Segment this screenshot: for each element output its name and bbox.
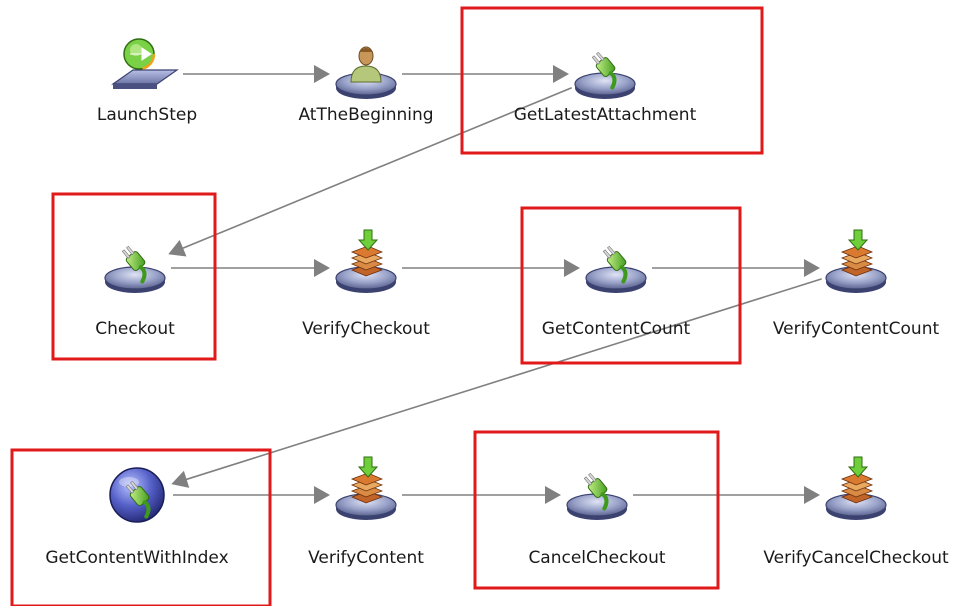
user-step-icon (335, 46, 397, 99)
connector-arrow (633, 486, 820, 504)
connector-arrow (402, 65, 569, 83)
node-cancel[interactable]: CancelCheckout (528, 471, 666, 568)
node-label: Checkout (95, 319, 175, 339)
launch-step-icon (111, 37, 179, 89)
node-label: VerifyCheckout (302, 319, 430, 339)
node-label: CancelCheckout (528, 548, 665, 568)
node-begin[interactable]: AtTheBeginning (298, 46, 434, 125)
connector-arrow (183, 65, 330, 83)
node-label: GetLatestAttachment (514, 105, 697, 125)
node-getlatest[interactable]: GetLatestAttachment (514, 50, 697, 125)
node-label: GetContentWithIndex (45, 548, 228, 568)
connector-arrow (402, 486, 561, 504)
connector-arrow (173, 486, 330, 504)
connector-arrow (652, 259, 820, 277)
verify-step-icon (825, 456, 887, 520)
node-verifycount[interactable]: VerifyContentCount (773, 229, 940, 339)
highlight-box-checkout (51, 192, 217, 361)
plug-step-selected-icon (109, 467, 165, 523)
plug-step-icon (574, 51, 636, 99)
node-verifycontent[interactable]: VerifyContent (308, 456, 424, 568)
verify-step-icon (335, 456, 397, 520)
node-getcount[interactable]: GetContentCount (542, 244, 691, 339)
connector-arrow (168, 86, 573, 257)
node-launch[interactable]: LaunchStep (97, 37, 197, 125)
node-verifycheckout[interactable]: VerifyCheckout (302, 229, 430, 339)
node-verifycancel[interactable]: VerifyCancelCheckout (763, 456, 949, 568)
node-label: GetContentCount (542, 319, 691, 339)
node-label: VerifyCancelCheckout (763, 548, 949, 568)
highlight-box-getcount (520, 206, 742, 365)
plug-step-icon (104, 245, 166, 293)
verify-step-icon (335, 229, 397, 293)
verify-step-icon (825, 229, 887, 293)
highlight-box-cancel (473, 430, 720, 590)
highlight-box-getindex (10, 448, 272, 606)
node-label: AtTheBeginning (298, 105, 433, 125)
node-label: VerifyContentCount (773, 319, 940, 339)
node-checkout[interactable]: Checkout (95, 244, 175, 339)
node-label: VerifyContent (308, 548, 424, 568)
plug-step-icon (585, 245, 647, 293)
highlight-box-getlatest (460, 6, 764, 155)
connector-arrow (171, 259, 330, 277)
node-label: LaunchStep (97, 105, 197, 125)
connector-arrow (402, 259, 580, 277)
connector-arrow (171, 278, 822, 488)
node-getindex[interactable]: GetContentWithIndex (45, 467, 229, 568)
plug-step-icon (566, 472, 628, 520)
